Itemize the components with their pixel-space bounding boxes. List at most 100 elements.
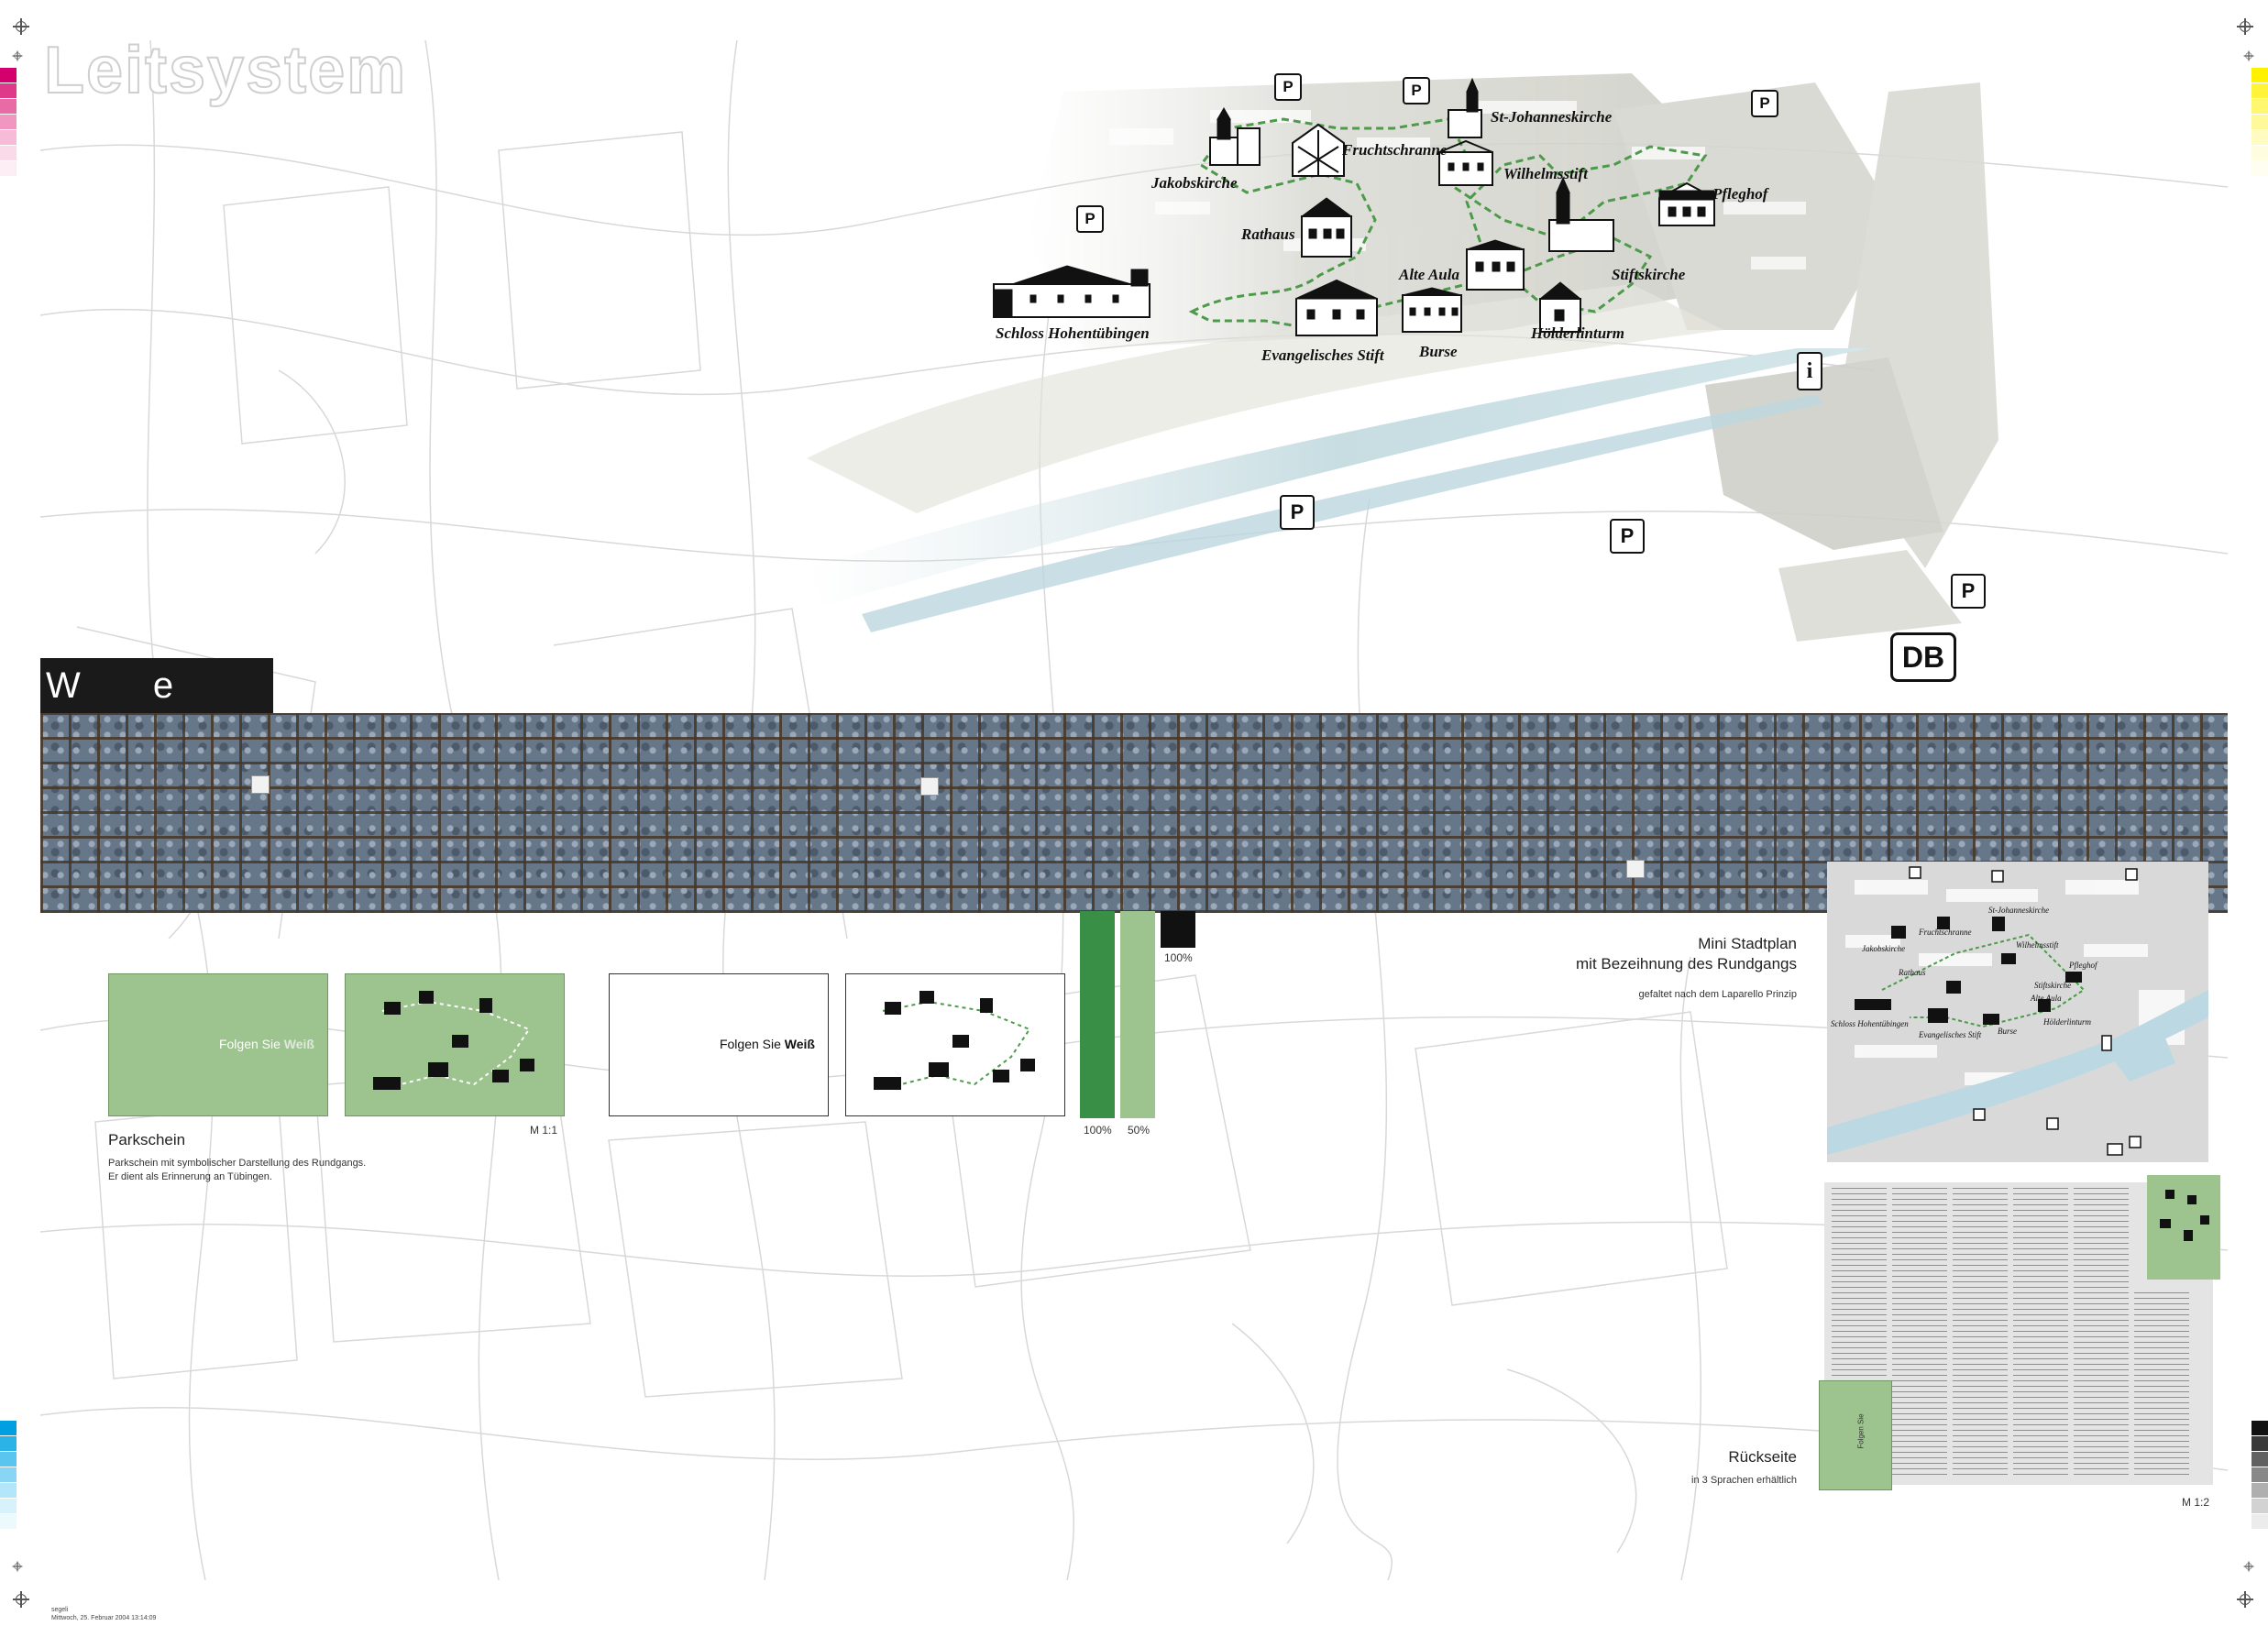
crop-mark-top-left (13, 18, 29, 35)
section-title-weiss: W e i ß (40, 658, 273, 761)
crop-mark-top-right (2237, 18, 2253, 35)
swatch-green-50-label: 50% (1128, 1124, 1151, 1137)
pavement-marker (251, 775, 270, 794)
backside-heading: Rückseite (1728, 1448, 1797, 1466)
text-column (2013, 1188, 2068, 1477)
mini-map-heading-1: Mini Stadtplan (1698, 935, 1797, 952)
ticket-route-drawing (373, 991, 534, 1090)
building-stiftskirche (1548, 176, 1614, 252)
map-label-schloss-hohentuebingen: Schloss Hohentübingen (996, 324, 1150, 342)
text-column (1892, 1188, 1947, 1477)
city-map (807, 73, 1998, 642)
ticket-front-white: Folgen Sie Weiß (609, 973, 829, 1116)
map-label-st-johanneskirche: St-Johanneskirche (1491, 108, 1613, 126)
ticket-follow-word: Weiß (283, 1037, 314, 1051)
footer-slug: segeli Mittwoch, 25. Februar 2004 13:14:… (51, 1606, 156, 1622)
map-label-stiftskirche: Stiftskirche (1612, 266, 1686, 283)
ticket-description-1: Parkschein mit symbolischer Darstellung … (108, 1158, 367, 1169)
map-label-burse: Burse (1419, 343, 1458, 360)
map-label-fruchtschranne: Fruchtschranne (1342, 141, 1448, 159)
map-label-alte-aula: Alte Aula (1399, 266, 1459, 283)
footer-slug-line1: segeli (51, 1607, 69, 1613)
svg-text:Burse: Burse (1998, 1027, 2017, 1036)
ticket-heading: Parkschein (108, 1131, 186, 1148)
map-label-pfleghof: Pfleghof (1712, 185, 1768, 203)
register-mark-right-bottom (2243, 1561, 2254, 1572)
map-label-wilhelmsstift: Wilhelmsstift (1503, 165, 1588, 182)
poster-title: Leitsystem (43, 33, 408, 108)
svg-text:St-Johanneskirche: St-Johanneskirche (1988, 906, 2049, 915)
ticket-follow-text-dark: Folgen Sie Weiß (720, 1037, 815, 1051)
map-label-evangelisches-stift: Evangelisches Stift (1261, 346, 1384, 364)
crop-mark-bottom-left (13, 1591, 29, 1608)
register-mark-left-top (12, 50, 23, 61)
building-burse (1402, 287, 1462, 333)
svg-text:Fruchtschranne: Fruchtschranne (1918, 928, 1972, 937)
svg-text:Pfleghof: Pfleghof (2068, 961, 2098, 970)
cobblestone-band (40, 713, 2228, 913)
building-jakobskirche (1209, 107, 1261, 166)
ticket-follow-prefix: Folgen Sie (719, 1037, 785, 1051)
ticket-follow-text: Folgen Sie Weiß (219, 1037, 314, 1051)
swatch-green-100-label: 100% (1084, 1124, 1112, 1137)
text-column (2134, 1292, 2189, 1476)
parking-icon: P (1951, 574, 1986, 609)
parking-icon: P (1280, 495, 1315, 530)
mini-map-panel: St-Johanneskirche Fruchtschranne Jakobsk… (1827, 862, 2208, 1162)
ticket-back-white (845, 973, 1065, 1116)
mini-map-sub: gefaltet nach dem Laparello Prinzip (1638, 989, 1797, 1000)
info-icon: i (1797, 352, 1822, 390)
cyan-color-bar (0, 1421, 17, 1530)
mini-map-heading-2: mit Bezeihnung des Rundgangs (1576, 955, 1797, 972)
building-fruchtschranne (1292, 123, 1345, 177)
ticket-scale: M 1:1 (530, 1124, 558, 1137)
parking-icon: P (1751, 90, 1778, 117)
mini-map-drawing: St-Johanneskirche Fruchtschranne Jakobsk… (1827, 866, 2208, 1156)
swatch-black-label: 100% (1164, 951, 1193, 964)
map-label-rathaus: Rathaus (1241, 225, 1295, 243)
svg-text:Schloss Hohentübingen: Schloss Hohentübingen (1831, 1019, 1909, 1028)
register-mark-right-top (2243, 50, 2254, 61)
parking-icon: P (1274, 73, 1302, 101)
text-column (1953, 1188, 2008, 1477)
swatch-green-50 (1120, 911, 1155, 1118)
backside-strip-text: Folgen Sie (1856, 1413, 1866, 1449)
yellow-color-bar (2251, 68, 2268, 177)
db-rail-icon: DB (1890, 632, 1956, 682)
map-label-hoelderlinturm: Hölderlinturm (1531, 324, 1625, 342)
ticket-back-green (345, 973, 565, 1116)
crop-mark-bottom-right (2237, 1591, 2253, 1608)
swatch-green-100 (1080, 911, 1115, 1118)
building-schloss-hohentuebingen (993, 265, 1151, 318)
svg-text:Wilhelmsstift: Wilhelmsstift (2016, 940, 2059, 950)
svg-text:Jakobskirche: Jakobskirche (1862, 944, 1905, 953)
building-evangelisches-stift (1295, 279, 1378, 336)
magenta-color-bar (0, 68, 17, 177)
footer-slug-line2: Mittwoch, 25. Februar 2004 13:14:09 (51, 1615, 157, 1621)
pavement-marker (920, 777, 939, 796)
ticket-route-drawing-green (874, 991, 1035, 1090)
map-label-jakobskirche: Jakobskirche (1151, 174, 1238, 192)
building-hoelderlinturm (1538, 281, 1582, 333)
ticket-follow-word: Weiß (784, 1037, 815, 1051)
ticket-description-2: Er dient als Erinnerung an Tübingen. (108, 1171, 272, 1182)
backside-sub: in 3 Sprachen erhältlich (1691, 1475, 1797, 1486)
ticket-follow-prefix: Folgen Sie (218, 1037, 284, 1051)
parking-icon: P (1403, 77, 1430, 104)
svg-text:Alte Aula: Alte Aula (2030, 994, 2062, 1003)
backside-scale: M 1:2 (2182, 1496, 2210, 1509)
swatch-black-100 (1161, 911, 1195, 948)
backside-green-strip: Folgen Sie (1819, 1380, 1892, 1490)
ticket-front-green: Folgen Sie Weiß (108, 973, 328, 1116)
backside-green-panel (2147, 1175, 2220, 1280)
register-mark-left-bottom (12, 1561, 23, 1572)
building-rathaus (1300, 197, 1353, 258)
building-alte-aula (1466, 239, 1525, 291)
svg-text:Rathaus: Rathaus (1898, 968, 1926, 977)
svg-text:Hölderlinturm: Hölderlinturm (2042, 1017, 2092, 1027)
black-color-bar (2251, 1421, 2268, 1530)
parking-icon: P (1076, 205, 1104, 233)
svg-text:Stiftskirche: Stiftskirche (2034, 981, 2071, 990)
building-pfleghof (1658, 181, 1715, 226)
parking-icon: P (1610, 519, 1645, 554)
